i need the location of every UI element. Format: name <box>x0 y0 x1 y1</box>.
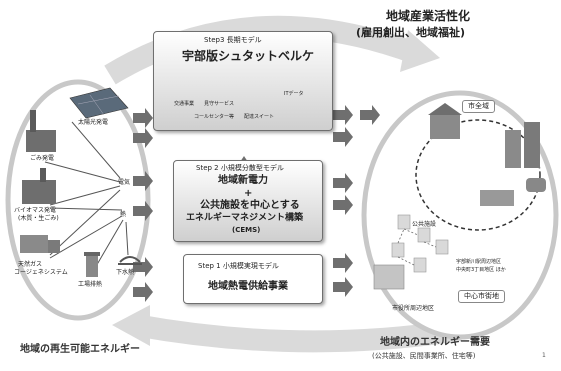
label-garbage: ごみ発電 <box>30 155 55 162</box>
label-city-hall-area: 市役所周辺地区 <box>392 305 435 312</box>
garbage-plant-icon <box>26 110 56 152</box>
step3-title: 宇部版シュタットベルケ <box>182 49 315 63</box>
label-factory: 工場排熱 <box>78 281 103 288</box>
step2-line1: 地域新電力 <box>218 175 268 186</box>
header-title-line1: 地域産業活性化 <box>386 9 471 23</box>
step3-service-transport: 交通事業 <box>174 101 195 107</box>
biomass-plant-icon <box>22 168 56 204</box>
step3-service-callcenter: コールセンター等 <box>194 114 235 120</box>
label-gas-line1: 天然ガス <box>18 261 43 268</box>
step2-line5: (CEMS) <box>232 226 261 234</box>
bottom-band-arrowhead <box>112 305 150 346</box>
footer-left-label: 地域の再生可能エネルギー <box>20 344 140 355</box>
step3-service-watch: 見守サービス <box>204 101 235 107</box>
label-solar: 太陽光発電 <box>78 119 109 126</box>
input-arrows <box>133 108 153 302</box>
factory-icon <box>84 252 100 277</box>
gas-cogeneration-icon <box>20 235 60 253</box>
step3-tag: Step3 長期モデル <box>204 36 262 44</box>
bottom-circular-band <box>133 314 462 353</box>
source-connection-lines <box>44 121 129 269</box>
sewage-icon <box>118 256 142 265</box>
footer-right-sublabel: (公共施設、民間事業所、住宅等) <box>372 352 476 360</box>
public-facility-buildings-icon <box>373 214 449 290</box>
label-heat: 熱 <box>120 211 127 218</box>
step2-tag: Step 2 小規模分散型モデル <box>196 164 284 172</box>
label-electricity: 電気 <box>118 179 131 186</box>
city-area-dashed-circle <box>415 119 541 231</box>
label-biomass-line1: バイオマス発電 <box>14 207 57 214</box>
step1-title: 地域熱電供給事業 <box>208 281 288 292</box>
label-district-line2: 中央町3丁目地区 ほか <box>456 267 506 273</box>
step2-line4: エネルギーマネジメント構築 <box>186 213 304 223</box>
label-district-line1: 宇部新川駅周辺地区 <box>456 259 502 265</box>
city-buildings-icon <box>428 103 546 206</box>
step2-box: Step 2 小規模分散型モデル 地域新電力 + 公共施設を中心とする エネルギ… <box>173 160 323 242</box>
tag-city-area: 市全域 <box>462 100 495 113</box>
step1-box: Step 1 小規模実現モデル 地域熱電供給事業 <box>183 254 323 304</box>
step3-service-delivery: 配達スイート <box>244 114 275 120</box>
label-biomass-line2: (木質・生ごみ) <box>18 215 59 222</box>
tag-central-area: 中心市街地 <box>458 290 505 303</box>
header-title-line2: (雇用創出、地域福祉) <box>356 26 466 39</box>
top-circular-band <box>104 15 424 85</box>
page-number: 1 <box>542 352 546 359</box>
footer-right-label: 地域内のエネルギー需要 <box>380 337 490 348</box>
label-public-facilities: 公共施設 <box>412 221 437 228</box>
output-arrows <box>333 105 380 297</box>
step2-line3: 公共施設を中心とする <box>200 200 300 211</box>
label-sewage: 下水熱 <box>116 269 135 276</box>
step3-box: Step3 長期モデル 宇部版シュタットベルケ 交通事業 見守サービス コールセ… <box>153 31 333 131</box>
step2-line2: + <box>244 188 253 199</box>
facility-link-lines <box>397 228 437 266</box>
solar-panel-icon <box>69 87 129 119</box>
top-band-arrowhead <box>400 30 440 72</box>
label-gas-line2: コージェネシステム <box>14 269 68 276</box>
step3-service-itdata: ITデータ <box>284 91 304 97</box>
step1-tag: Step 1 小規模実現モデル <box>198 262 279 270</box>
